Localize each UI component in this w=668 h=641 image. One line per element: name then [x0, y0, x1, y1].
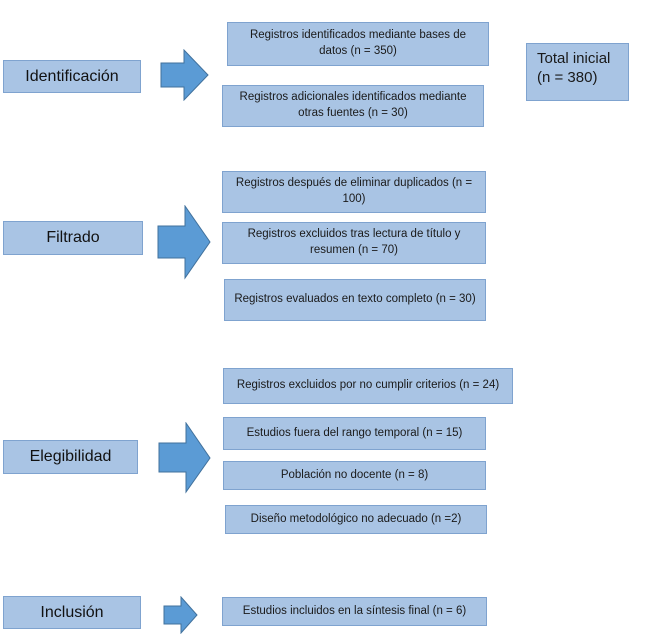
box-no-criterios: Registros excluidos por no cumplir crite…: [223, 368, 513, 404]
stage-identificacion: Identificación: [3, 60, 141, 93]
box-total-inicial: Total inicial (n = 380): [526, 43, 629, 101]
stage-inclusion: Inclusión: [3, 596, 141, 629]
stage-filtrado: Filtrado: [3, 221, 143, 255]
arrow-filtrado: [157, 205, 211, 280]
arrow-elegibilidad: [158, 422, 211, 494]
arrow-inclusion: [163, 596, 198, 634]
box-diseno-no-adecuado: Diseño metodológico no adecuado (n =2): [225, 505, 487, 534]
box-registros-otras-fuentes: Registros adicionales identificados medi…: [222, 85, 484, 127]
box-fuera-rango-temporal: Estudios fuera del rango temporal (n = 1…: [223, 417, 486, 450]
box-texto-completo: Registros evaluados en texto completo (n…: [224, 279, 486, 321]
box-registros-bases-datos: Registros identificados mediante bases d…: [227, 22, 489, 66]
box-poblacion-no-docente: Población no docente (n = 8): [223, 461, 486, 490]
box-despues-duplicados: Registros después de eliminar duplicados…: [222, 171, 486, 213]
box-incluidos-sintesis: Estudios incluidos en la síntesis final …: [222, 597, 487, 626]
stage-elegibilidad: Elegibilidad: [3, 440, 138, 474]
box-excluidos-titulo-resumen: Registros excluidos tras lectura de títu…: [222, 222, 486, 264]
arrow-identificacion: [160, 49, 209, 101]
